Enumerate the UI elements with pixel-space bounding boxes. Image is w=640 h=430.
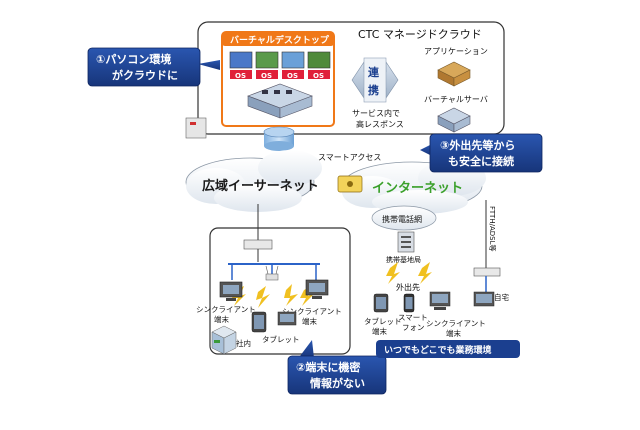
os-label: OS <box>235 72 246 80</box>
anywhere-banner-text: いつでもどこでも業務環境 <box>384 344 492 356</box>
virtual-server-label: バーチャルサーバ <box>424 95 488 104</box>
callout-remote-line1: ③外出先等から <box>440 138 515 152</box>
mobile-thin-client-label-1: シンクライアント <box>426 319 486 328</box>
mobile-thin-client-label-2: 端末 <box>446 328 461 338</box>
thin-client-left-icon <box>219 281 243 301</box>
thin-client-left-label-2: 端末 <box>214 314 229 324</box>
os-label: OS <box>287 72 298 80</box>
desktop-screen-icon <box>229 51 253 69</box>
wan-label: 広域イーサーネット <box>202 178 319 194</box>
mobile-network-label: 携帯電話網 <box>382 214 422 224</box>
home-router-icon <box>473 267 501 277</box>
service-note-2: 高レスポンス <box>356 119 404 129</box>
smartphone-icon <box>403 293 415 313</box>
service-note-1: サービス内で <box>352 108 400 118</box>
desktop-screen-icon <box>307 51 331 69</box>
connect-label-1: 連 <box>368 65 380 79</box>
thin-client-left-label-1: シンクライアント <box>196 305 256 314</box>
mobile-thin-client-icon <box>429 291 451 310</box>
office-switch-icon <box>243 239 273 250</box>
os-label: OS <box>261 72 272 80</box>
office-tablet-icon <box>251 311 297 333</box>
base-station-label: 携帯基地局 <box>386 255 421 264</box>
base-station-icon <box>397 231 415 253</box>
office-tablet-label: タブレット <box>262 334 300 344</box>
os-badge <box>256 70 278 79</box>
desktop-screens <box>229 51 331 69</box>
home-pc-icon <box>473 291 495 307</box>
storage-cylinder-icon <box>263 126 295 151</box>
wifi-access-point-icon <box>265 265 279 281</box>
connect-arrow: 連 携 <box>351 57 399 103</box>
virtual-desktop-header <box>222 32 334 46</box>
callout-no-data-line2: 情報がない <box>310 376 365 390</box>
mobile-tablet-icon <box>373 293 389 313</box>
managed-cloud-title: CTC マネージドクラウド <box>358 28 482 41</box>
internet-label: インターネット <box>372 181 463 196</box>
callout-remote-safe: ③外出先等から も安全に接続 <box>420 133 543 173</box>
os-badge <box>230 70 252 79</box>
callout-pc-env-line1: ①パソコン環境 <box>96 52 171 66</box>
wireless-signal-icon <box>418 262 432 284</box>
smartphone-label-2: フォン <box>402 323 425 332</box>
outside-label: 外出先 <box>396 282 420 292</box>
datacenter-icon <box>185 117 207 139</box>
callout-no-data: ②端末に機密 情報がない <box>287 340 387 395</box>
os-badge <box>282 70 304 79</box>
mobile-tablet-label-1: タブレット <box>364 316 402 326</box>
callout-no-data-line1: ②端末に機密 <box>296 360 360 374</box>
smart-access-label: スマートアクセス <box>318 153 381 162</box>
desktop-screen-icon <box>281 51 305 69</box>
office-server-icon <box>211 325 237 355</box>
os-badges: OS OS OS OS <box>230 70 330 80</box>
desktop-server-icon <box>247 83 313 119</box>
os-badge <box>308 70 330 79</box>
smartphone-label-1: スマート <box>398 313 428 322</box>
ftth-label: FTTH/ADSL等 <box>488 206 497 251</box>
wireless-signal-icon <box>256 286 270 308</box>
os-label: OS <box>313 72 324 80</box>
smart-access-device-icon <box>337 175 363 193</box>
thin-client-right-icon <box>305 279 329 299</box>
wireless-signal-icon <box>300 286 314 306</box>
desktop-screen-icon <box>255 51 279 69</box>
office-label: 社内 <box>236 338 251 348</box>
callout-pc-environment: ①パソコン環境 がクラウドに <box>87 47 220 87</box>
virtual-desktop-label: バーチャルデスクトップ <box>230 34 330 46</box>
connect-label-2: 携 <box>368 83 379 97</box>
office-box <box>209 227 351 355</box>
wireless-signal-icon <box>284 284 298 306</box>
wireless-signal-icon <box>386 262 400 284</box>
callout-pc-env-line2: がクラウドに <box>112 68 178 82</box>
application-icon <box>437 61 471 87</box>
mobile-network-cloud <box>371 205 437 231</box>
application-label: アプリケーション <box>424 47 488 56</box>
home-label: 自宅 <box>494 292 509 302</box>
anywhere-banner <box>376 340 520 358</box>
callout-remote-line2: も安全に接続 <box>448 154 514 168</box>
wan-cloud <box>185 150 322 212</box>
virtual-server-icon <box>437 107 471 133</box>
thin-client-right-label-2: 端末 <box>302 316 317 326</box>
thin-client-right-label-1: シンクライアント <box>282 307 342 316</box>
mobile-tablet-label-2: 端末 <box>372 326 387 336</box>
